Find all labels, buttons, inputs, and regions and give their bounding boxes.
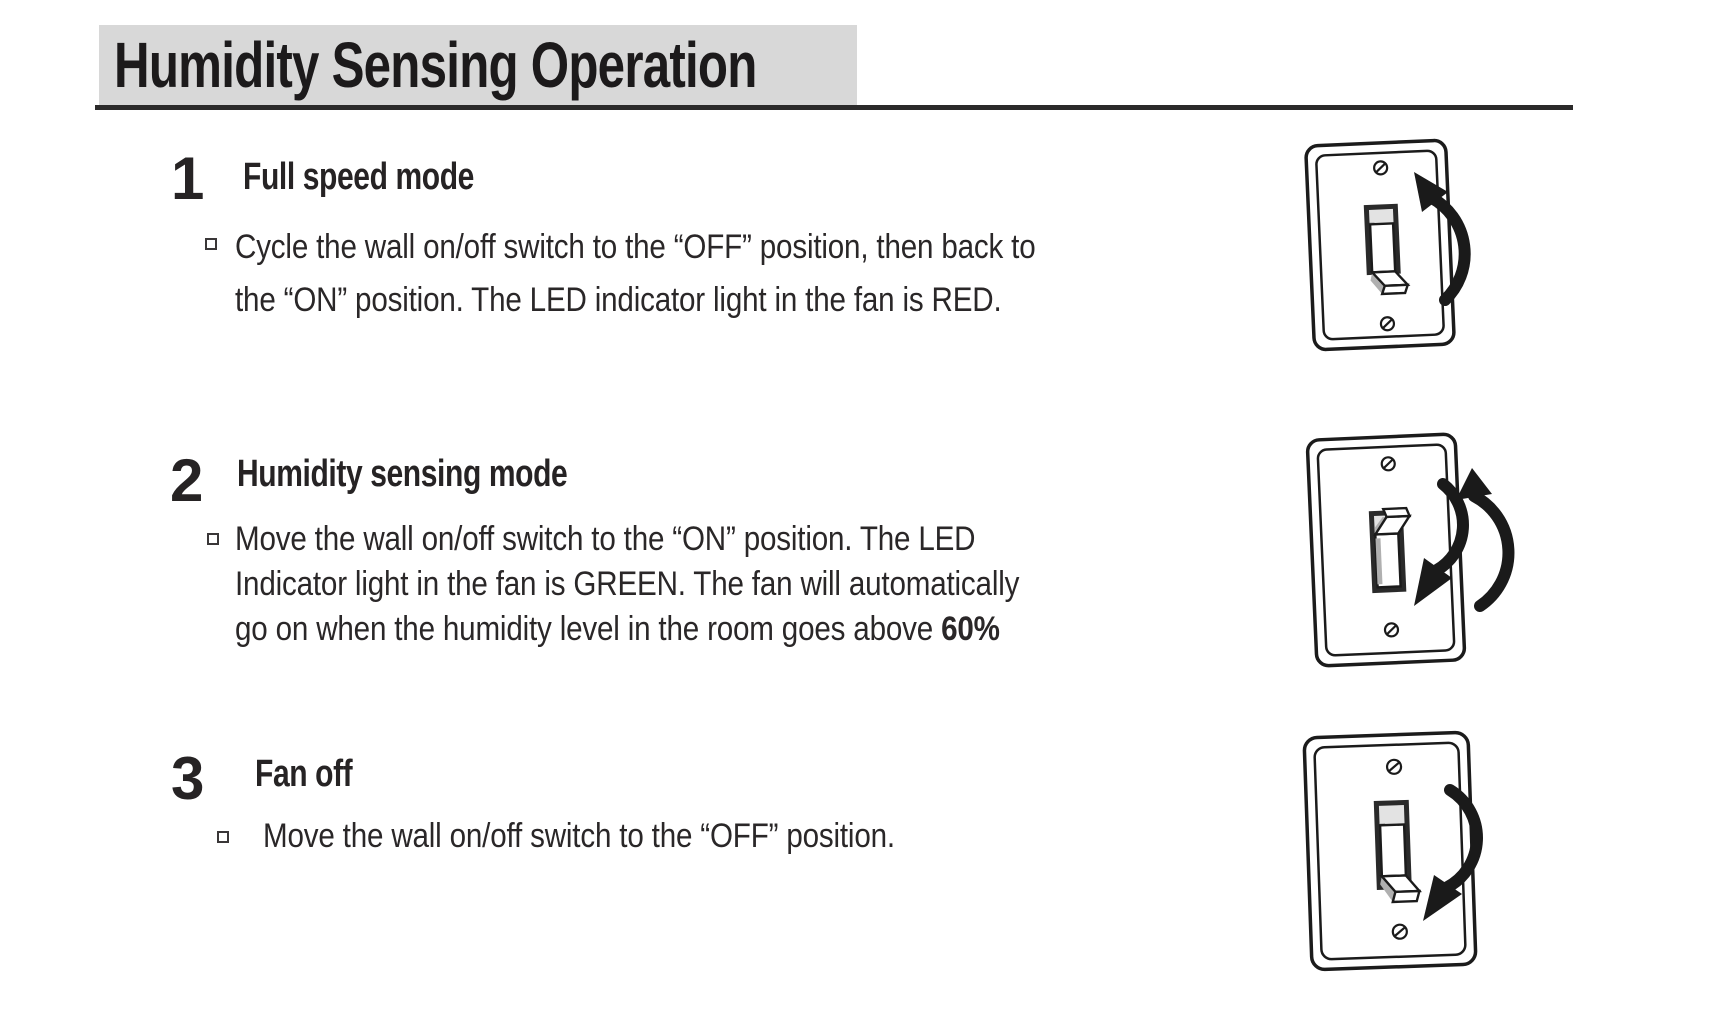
step-number: 3 <box>171 745 205 812</box>
section-title-bar <box>99 25 857 105</box>
step-body: Move the wall on/off switch to the “ON” … <box>235 517 1019 652</box>
square-bullet-icon <box>217 831 229 843</box>
step-heading: Full speed mode <box>243 156 474 198</box>
arrow-down-icon <box>1414 478 1469 606</box>
body-line: go on when the humidity level in the roo… <box>235 607 1019 652</box>
humidity-threshold-value: 60% <box>941 610 1000 648</box>
title-underline <box>95 105 1573 110</box>
square-bullet-icon <box>205 238 217 250</box>
body-line: Move the wall on/off switch to the “ON” … <box>235 520 976 558</box>
square-bullet-icon <box>207 533 219 545</box>
body-line: Cycle the wall on/off switch to the “OFF… <box>235 228 1036 266</box>
body-line: Move the wall on/off switch to the “OFF”… <box>263 817 895 855</box>
step-body: Cycle the wall on/off switch to the “OFF… <box>235 221 1036 327</box>
screw-icon <box>1383 622 1400 638</box>
body-line-text: go on when the humidity level in the roo… <box>235 610 942 648</box>
toggle-switch-up <box>1368 506 1412 594</box>
arrow-down-icon <box>1423 784 1483 921</box>
wall-switch-toggle-down-cycle-up-arrow-icon <box>1304 138 1471 352</box>
step-heading: Fan off <box>255 753 353 795</box>
wall-switch-toggle-up-cycle-both-arrows-icon <box>1305 432 1515 668</box>
arrow-up-icon <box>1414 172 1471 306</box>
step-body: Move the wall on/off switch to the “OFF”… <box>263 813 895 859</box>
arrow-up-icon <box>1456 468 1515 612</box>
screw-icon <box>1379 316 1396 332</box>
body-line: Indicator light in the fan is GREEN. The… <box>235 565 1020 603</box>
page-title: Humidity Sensing Operation <box>114 29 757 101</box>
screw-icon <box>1385 758 1403 775</box>
screw-icon <box>1373 160 1389 176</box>
step-number: 1 <box>171 145 205 212</box>
toggle-switch-down <box>1373 799 1422 904</box>
step-number: 2 <box>170 447 204 514</box>
body-line: the “ON” position. The LED indicator lig… <box>235 281 1002 319</box>
wall-switch-toggle-down-down-arrow-icon <box>1302 730 1483 972</box>
wall-plate <box>1302 730 1478 972</box>
step-heading: Humidity sensing mode <box>237 453 568 495</box>
screw-icon <box>1380 456 1396 472</box>
wall-plate <box>1304 138 1456 352</box>
toggle-switch-down <box>1363 203 1411 296</box>
screw-icon <box>1391 923 1408 940</box>
wall-plate <box>1305 432 1467 668</box>
